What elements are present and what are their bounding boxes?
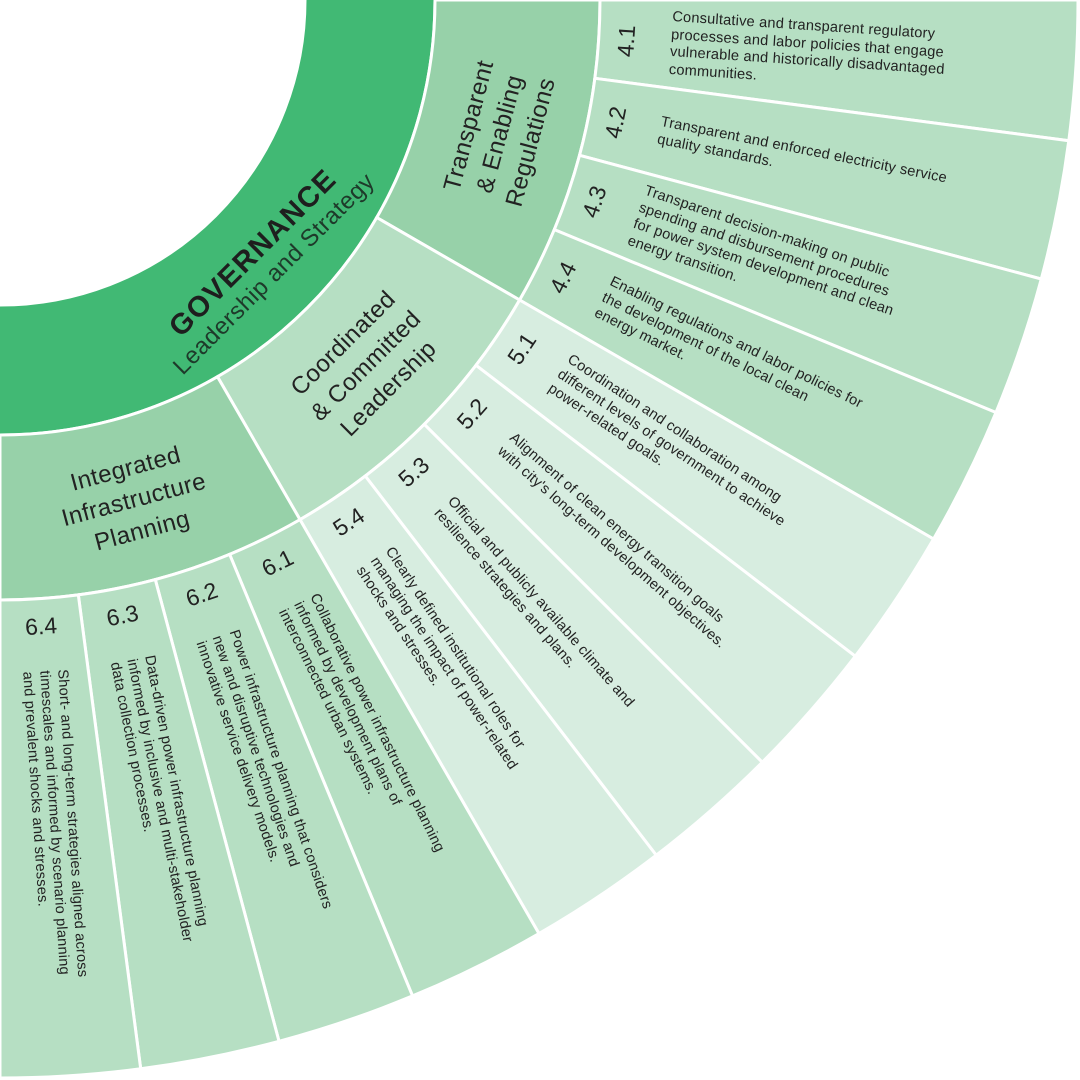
item-number: 6.4 bbox=[24, 612, 58, 641]
item-segment-6-4 bbox=[0, 593, 143, 1080]
item-number: 4.1 bbox=[612, 24, 641, 58]
